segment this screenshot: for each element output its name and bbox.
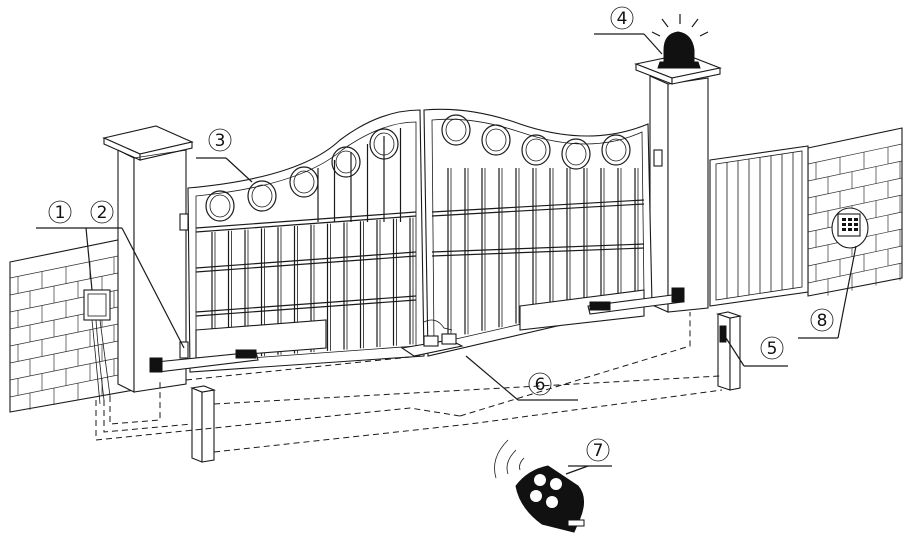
warning-lamp-icon <box>651 14 709 69</box>
callout-6: 6 <box>528 372 552 396</box>
callout-2: 2 <box>90 200 114 224</box>
left-gate-leaf <box>187 109 425 373</box>
callout-1-label: 1 <box>55 203 66 223</box>
right-gate-leaf <box>423 108 653 357</box>
callout-5-label: 5 <box>767 339 778 359</box>
photocell-post-left <box>189 385 217 463</box>
control-box-icon <box>83 289 111 405</box>
gate-stopper <box>400 319 464 357</box>
left-brick-wall <box>9 239 135 413</box>
keypad-icon <box>831 207 869 249</box>
callout-3: 3 <box>208 128 232 152</box>
callout-7-label: 7 <box>593 441 604 461</box>
left-gate-opener <box>149 341 259 373</box>
right-gate-opener <box>179 149 685 315</box>
remote-control-icon <box>494 439 585 533</box>
left-pillar <box>102 125 194 393</box>
callout-8-label: 8 <box>817 311 828 331</box>
callout-7: 7 <box>586 438 610 462</box>
callout-6-label: 6 <box>535 375 546 395</box>
callout-leaders <box>36 33 857 475</box>
wiring-lines <box>95 312 723 453</box>
callout-4: 4 <box>610 6 634 30</box>
callout-2-label: 2 <box>97 203 108 223</box>
callout-8: 8 <box>810 308 834 332</box>
callout-4-label: 4 <box>617 9 628 29</box>
callout-5: 5 <box>760 336 784 360</box>
photocell-post-right <box>715 311 743 391</box>
callout-3-label: 3 <box>215 131 226 151</box>
callout-1: 1 <box>48 200 72 224</box>
side-wicket-gate <box>709 145 809 307</box>
